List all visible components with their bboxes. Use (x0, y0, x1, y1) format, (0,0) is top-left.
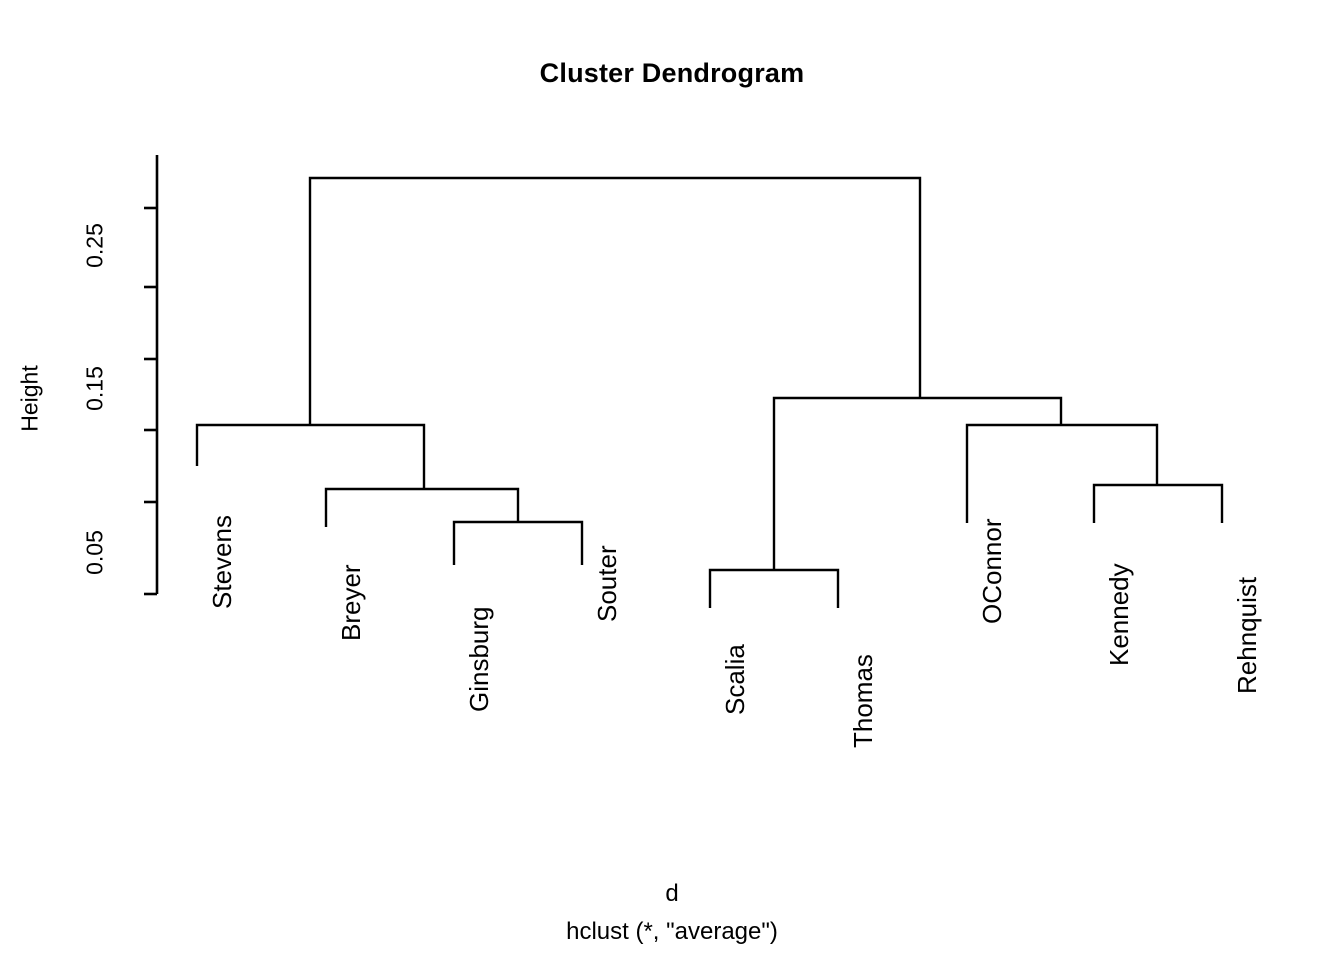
leaf-label-souter: Souter (592, 545, 622, 622)
x-axis-label: d (665, 880, 679, 907)
leaf-label-oconnor: OConnor (977, 518, 1007, 625)
leaf-label-breyer: Breyer (336, 564, 366, 641)
leaf-label-kennedy: Kennedy (1104, 563, 1134, 666)
branch-root-m8 (308, 176, 922, 425)
leaf-label-scalia: Scalia (720, 644, 750, 715)
branch-m3 (324, 487, 520, 527)
x-axis-sublabel: hclust (*, "average") (566, 918, 778, 945)
branch-m6 (965, 423, 1159, 523)
leaf-label-ginsburg: Ginsburg (464, 606, 494, 713)
branch-m5 (195, 423, 426, 489)
y-axis (144, 155, 159, 596)
branch-m7 (772, 396, 1063, 570)
page-title: Cluster Dendrogram (539, 58, 805, 88)
leaf-label-thomas: Thomas (848, 654, 878, 748)
leaf-label-stevens: Stevens (207, 515, 237, 609)
branch-m4 (1092, 483, 1224, 523)
dendrogram-branches (195, 176, 1224, 608)
leaf-label-rehnquist: Rehnquist (1232, 576, 1262, 694)
branch-m2 (452, 520, 584, 565)
branch-m1 (708, 568, 840, 608)
